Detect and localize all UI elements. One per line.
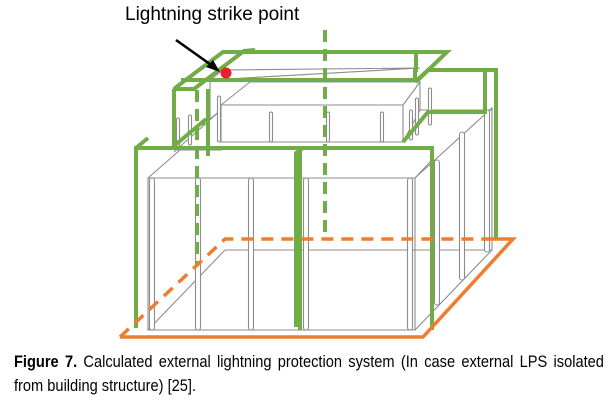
air-termination-hidden-lines: [195, 30, 327, 266]
earth-termination: [118, 237, 517, 339]
air-terminal-rod: [433, 159, 441, 306]
air-terminal-rod: [458, 131, 466, 281]
strike-point-marker: [220, 67, 232, 79]
air-terminal-rod: [427, 87, 433, 126]
air-terminal-rod: [379, 111, 385, 143]
air-terminal-rod: [148, 177, 156, 331]
caption-text: Calculated external lightning protection…: [14, 352, 604, 395]
air-termination-lines: [134, 48, 498, 330]
earth-termination-hidden: [118, 237, 487, 339]
caption-label: Figure 7.: [14, 352, 78, 371]
air-terminal-rod: [247, 177, 255, 331]
air-terminal-rod: [406, 177, 414, 331]
figure-caption: Figure 7. Calculated external lightning …: [14, 350, 604, 398]
strike-point-label: Lightning strike point: [125, 4, 300, 25]
building-lower-block: [147, 106, 493, 331]
air-terminal-rod: [483, 109, 491, 253]
air-termination-right-ring: [401, 68, 487, 144]
earth-termination-solid: [120, 237, 517, 339]
air-terminal-rod: [268, 111, 274, 143]
annotation-arrow: [175, 38, 220, 72]
air-termination-top-ring: [173, 50, 452, 90]
air-terminal-rod: [216, 95, 222, 143]
air-terminal-rod: [302, 177, 310, 331]
